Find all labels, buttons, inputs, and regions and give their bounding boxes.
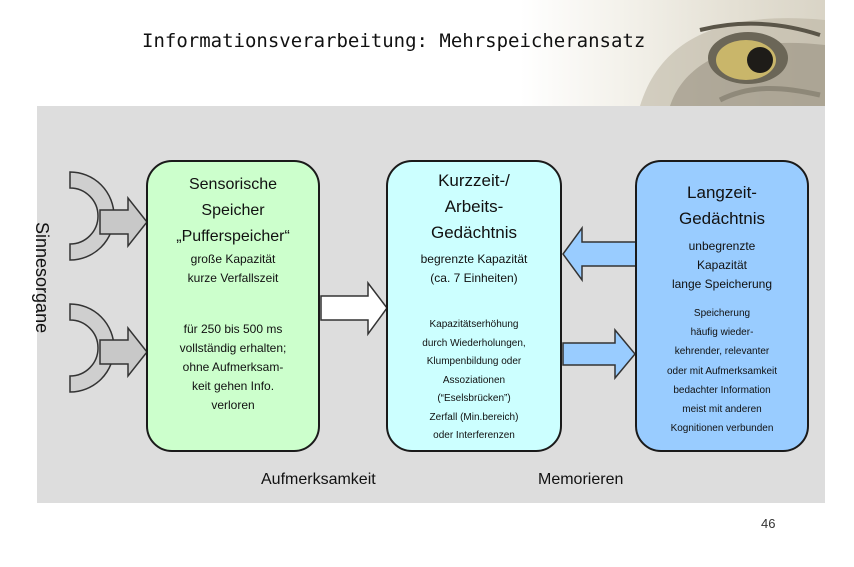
sensory-heading-1: Sensorische — [148, 172, 318, 198]
rehearsal-label: Memorieren — [538, 471, 623, 489]
longterm-line-3: lange Speicherung — [637, 275, 807, 294]
sensory-line-4: für 250 bis 500 ms — [148, 320, 318, 339]
shortterm-small-1: Kapazitätserhöhung — [388, 316, 560, 335]
sensory-line-8: verloren — [148, 396, 318, 415]
sensory-store-box: Sensorische Speicher „Pufferspeicher“ gr… — [146, 160, 320, 452]
longterm-small-6: meist mit anderen — [637, 400, 807, 419]
longterm-heading-2: Gedächtnis — [637, 206, 807, 232]
attention-label: Aufmerksamkeit — [261, 471, 376, 489]
short-term-memory-box: Kurzzeit-/ Arbeits- Gedächtnis begrenzte… — [386, 160, 562, 452]
sensory-line-2: kurze Verfallszeit — [148, 269, 318, 288]
sensory-line-5: vollständig erhalten; — [148, 339, 318, 358]
shortterm-small-7: oder Interferenzen — [388, 427, 560, 446]
shortterm-heading-3: Gedächtnis — [388, 220, 560, 246]
shortterm-heading-1: Kurzzeit-/ — [388, 168, 560, 194]
shortterm-small-5: (“Eselsbrücken”) — [388, 390, 560, 409]
shortterm-small-3: Klumpenbildung oder — [388, 353, 560, 372]
sensory-heading-3: „Pufferspeicher“ — [148, 224, 318, 250]
retrieval-arrow — [563, 228, 636, 280]
longterm-small-3: kehrender, relevanter — [637, 342, 807, 361]
sensory-line-1: große Kapazität — [148, 250, 318, 269]
shortterm-heading-2: Arbeits- — [388, 194, 560, 220]
longterm-small-4: oder mit Aufmerksamkeit — [637, 362, 807, 381]
sensory-line-7: keit gehen Info. — [148, 377, 318, 396]
attention-arrow — [321, 283, 387, 334]
shortterm-small-2: durch Wiederholungen, — [388, 335, 560, 354]
rehearsal-arrow — [563, 330, 635, 378]
longterm-small-1: Speicherung — [637, 304, 807, 323]
shortterm-line-1: begrenzte Kapazität — [388, 250, 560, 269]
shortterm-line-2: (ca. 7 Einheiten) — [388, 269, 560, 288]
longterm-small-2: häufig wieder- — [637, 323, 807, 342]
sensory-heading-2: Speicher — [148, 198, 318, 224]
longterm-line-2: Kapazität — [637, 256, 807, 275]
longterm-line-1: unbegrenzte — [637, 237, 807, 256]
sense-organs-label: Sinnesorgane — [31, 222, 52, 333]
page-number: 46 — [761, 516, 775, 531]
longterm-small-7: Kognitionen verbunden — [637, 419, 807, 438]
longterm-heading-1: Langzeit- — [637, 180, 807, 206]
shortterm-small-4: Assoziationen — [388, 372, 560, 391]
longterm-small-5: bedachter Information — [637, 381, 807, 400]
long-term-memory-box: Langzeit- Gedächtnis unbegrenzte Kapazit… — [635, 160, 809, 452]
sensory-line-6: ohne Aufmerksam- — [148, 358, 318, 377]
shortterm-small-6: Zerfall (Min.bereich) — [388, 409, 560, 428]
